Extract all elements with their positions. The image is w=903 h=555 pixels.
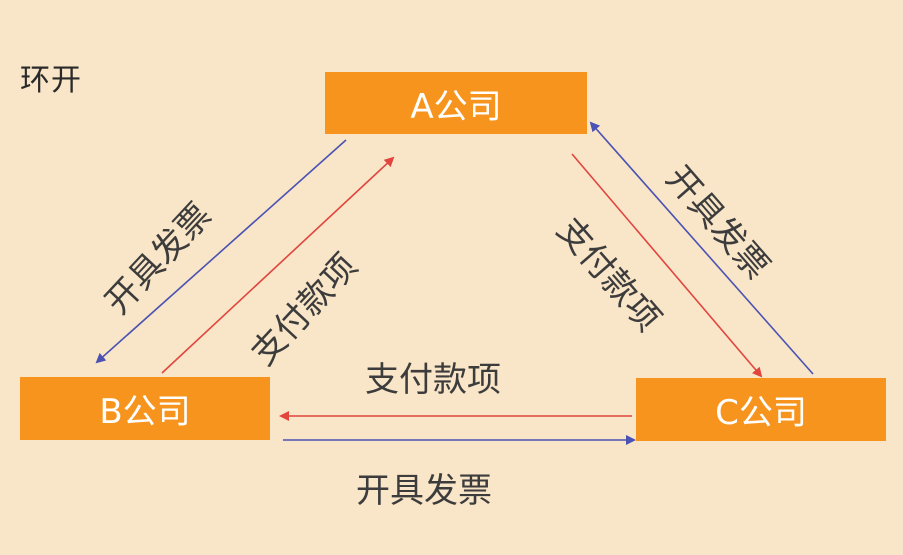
arrow-a-to-c-payment (571, 153, 763, 378)
arrow-c-to-a-invoice (589, 121, 814, 375)
edge-label-b-to-c-invoice: 开具发票 (356, 471, 492, 511)
node-company-c: C公司 (636, 378, 886, 441)
node-company-b: B公司 (20, 377, 270, 440)
arrow-a-to-b-invoice (95, 139, 347, 364)
node-company-b-label: B公司 (99, 392, 191, 432)
node-company-a: A公司 (325, 72, 587, 134)
diagram-title: 环开 (20, 63, 82, 98)
node-company-c-label: C公司 (715, 393, 807, 433)
node-company-a-label: A公司 (410, 86, 502, 127)
edge-label-c-to-b-payment: 支付款项 (365, 360, 501, 400)
arrow-b-to-a-payment (161, 156, 395, 374)
